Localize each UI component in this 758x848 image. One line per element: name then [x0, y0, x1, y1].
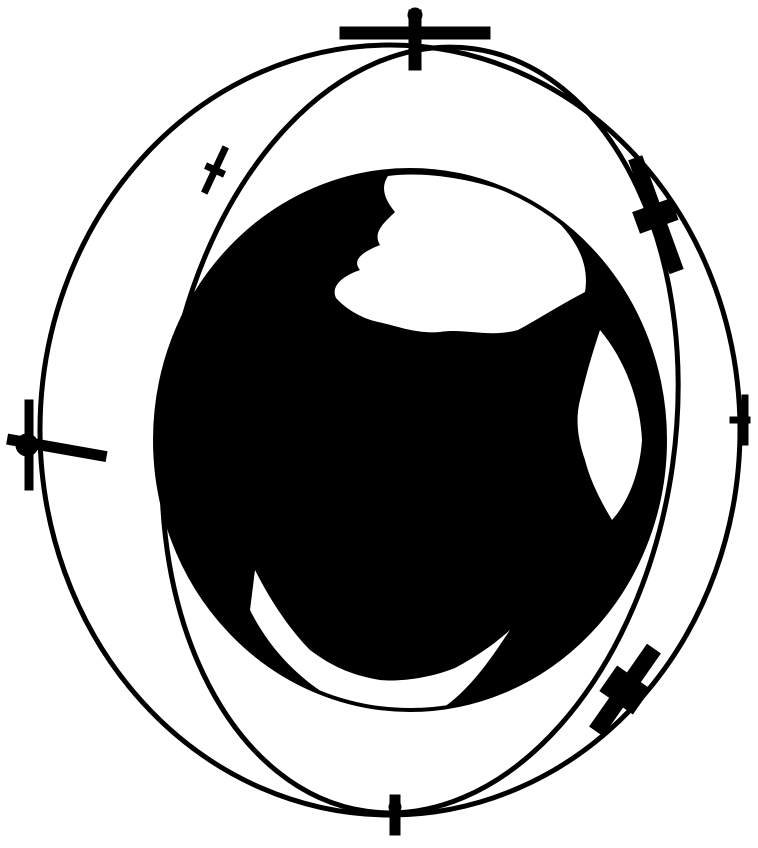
satellite — [195, 143, 234, 197]
satellite — [389, 795, 401, 835]
earth-globe — [155, 170, 665, 713]
satellite — [340, 8, 490, 70]
satellite — [580, 638, 670, 743]
satellite — [7, 400, 107, 490]
